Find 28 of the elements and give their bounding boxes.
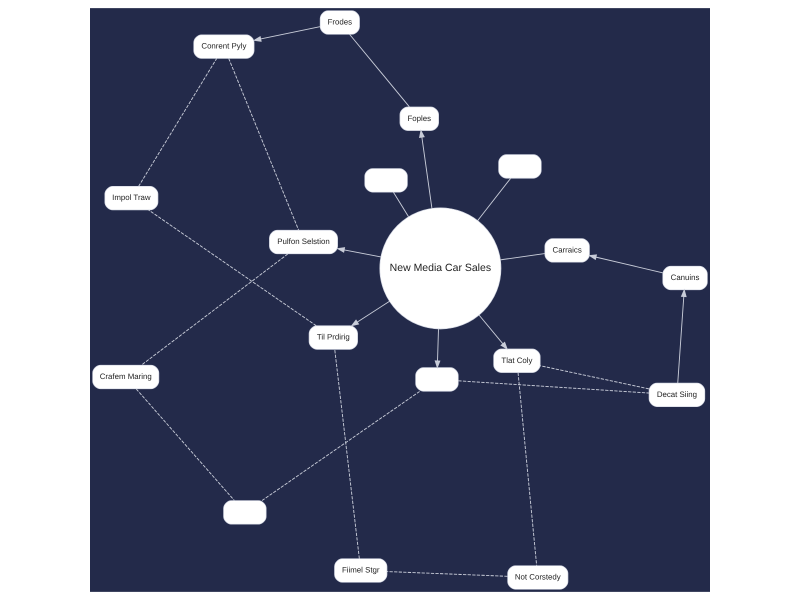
arrow (252, 26, 320, 42)
node-box (415, 367, 459, 392)
connector (392, 192, 409, 218)
arrow (336, 247, 382, 258)
connector (138, 58, 218, 187)
connector (262, 390, 420, 501)
node-box (364, 168, 408, 192)
arrow (434, 328, 440, 369)
node-circle: New Media Car Sales (379, 207, 502, 330)
connector (386, 571, 508, 577)
connector (500, 253, 546, 260)
connector (148, 210, 317, 326)
arrow (588, 254, 664, 274)
connector (458, 380, 650, 394)
arrow (677, 288, 687, 384)
connector (141, 254, 288, 366)
connector (540, 365, 650, 390)
arrow (419, 129, 432, 209)
connector (334, 348, 360, 560)
node-box (498, 154, 542, 179)
connector (477, 178, 512, 222)
arrow (478, 314, 508, 350)
connector (518, 372, 538, 566)
connector (349, 34, 410, 108)
node-box (223, 500, 267, 525)
connector (228, 58, 300, 230)
arrow (350, 300, 390, 326)
connector (136, 388, 235, 501)
